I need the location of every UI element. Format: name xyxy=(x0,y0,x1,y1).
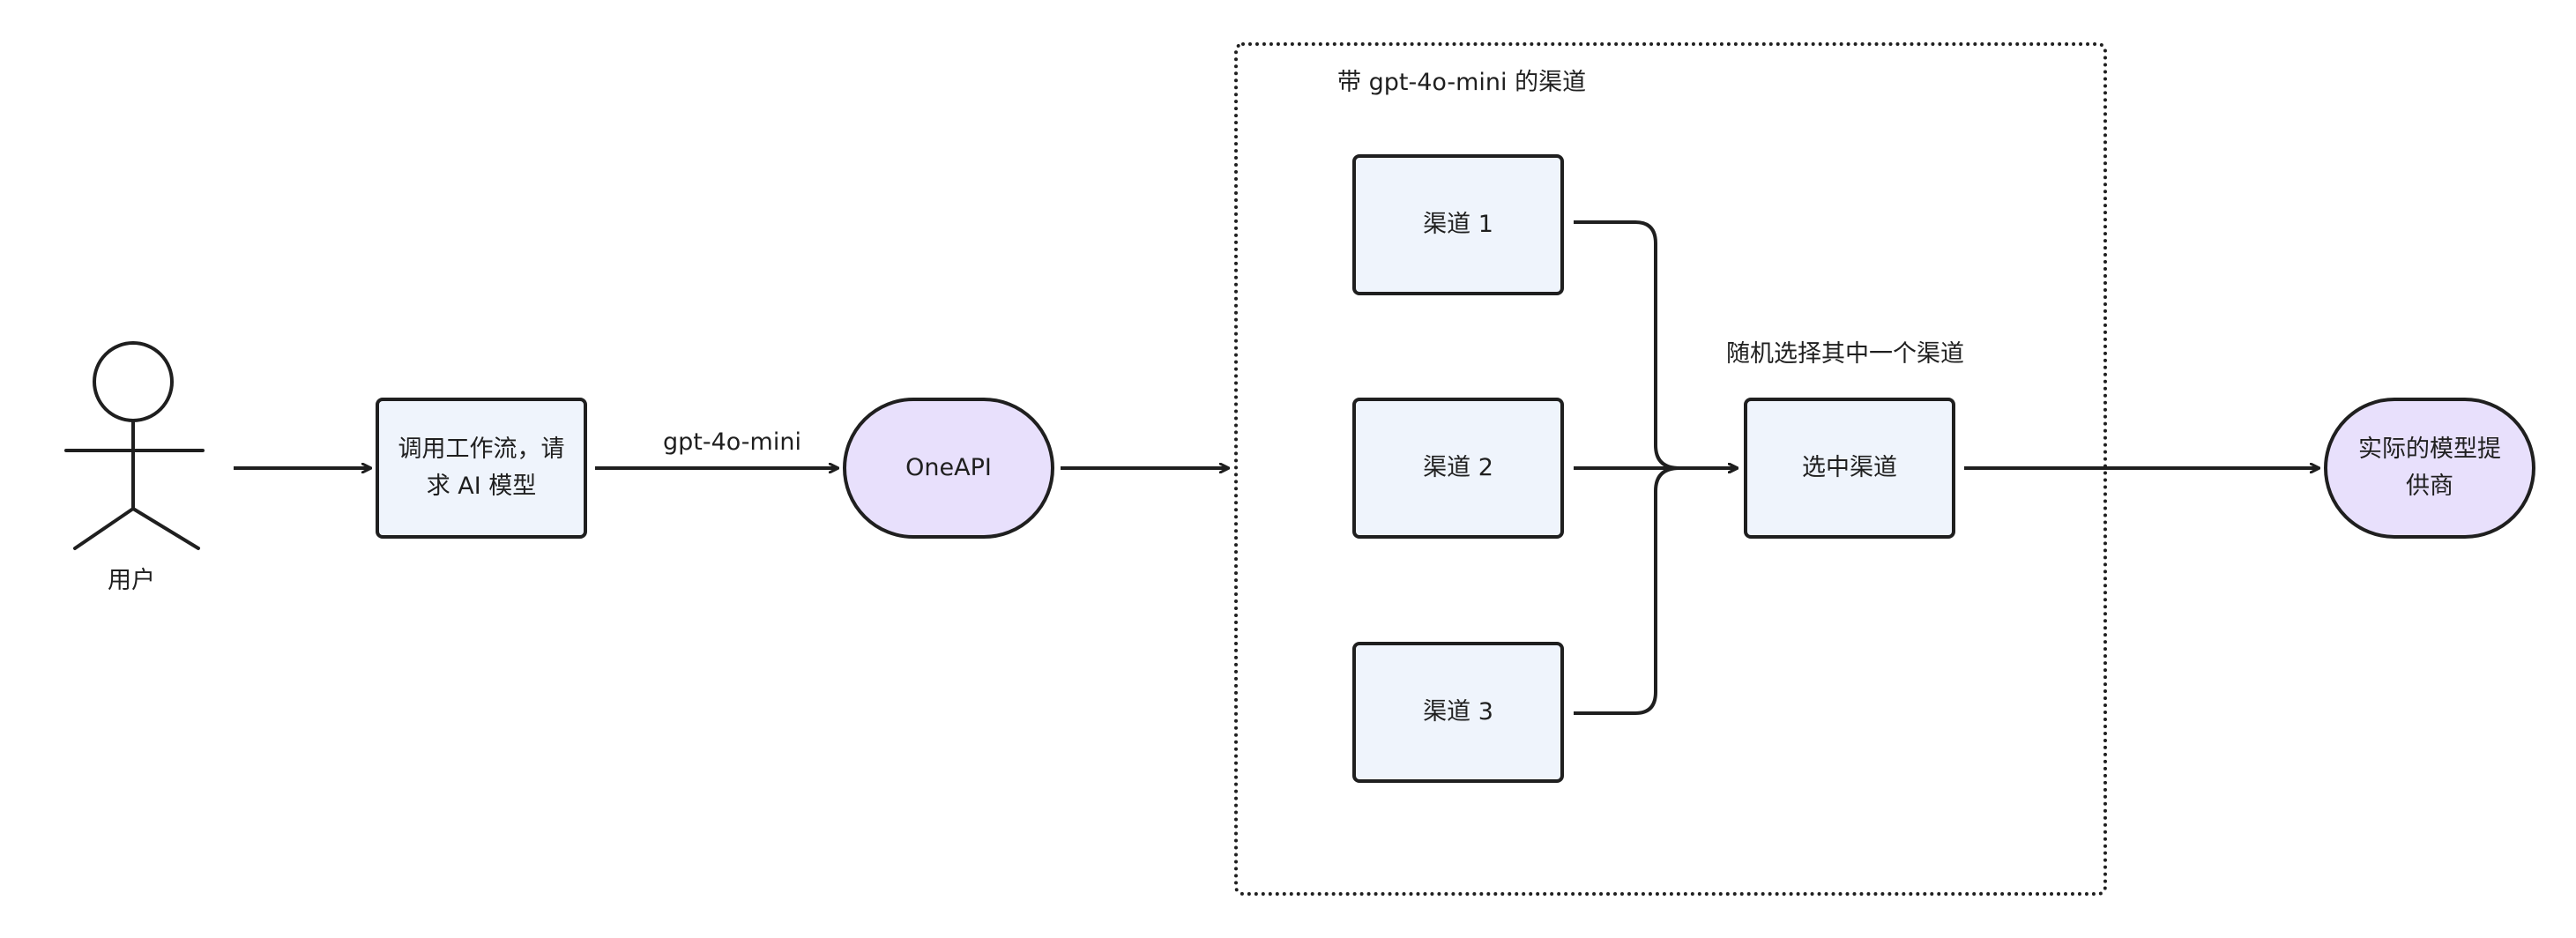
channel-group-frame xyxy=(1234,42,2107,896)
selected-channel-node: 选中渠道 xyxy=(1744,398,1955,539)
model-edge-label: gpt-4o-mini xyxy=(663,428,801,456)
oneapi-node: OneAPI xyxy=(843,398,1054,539)
channel-2-node: 渠道 2 xyxy=(1352,398,1564,539)
user-actor-icon xyxy=(64,341,205,550)
user-label: 用户 xyxy=(108,567,155,594)
random-select-label: 随机选择其中一个渠道 xyxy=(1726,340,1964,368)
workflow-node: 调用工作流，请 求 AI 模型 xyxy=(376,398,587,539)
edge-channel3-to-selected xyxy=(1574,468,1737,715)
group-title: 带 gpt-4o-mini 的渠道 xyxy=(1337,69,1587,96)
channel-3-node: 渠道 3 xyxy=(1352,642,1564,783)
model-provider-node: 实际的模型提 供商 xyxy=(2324,398,2535,539)
channel-1-node: 渠道 1 xyxy=(1352,154,1564,295)
